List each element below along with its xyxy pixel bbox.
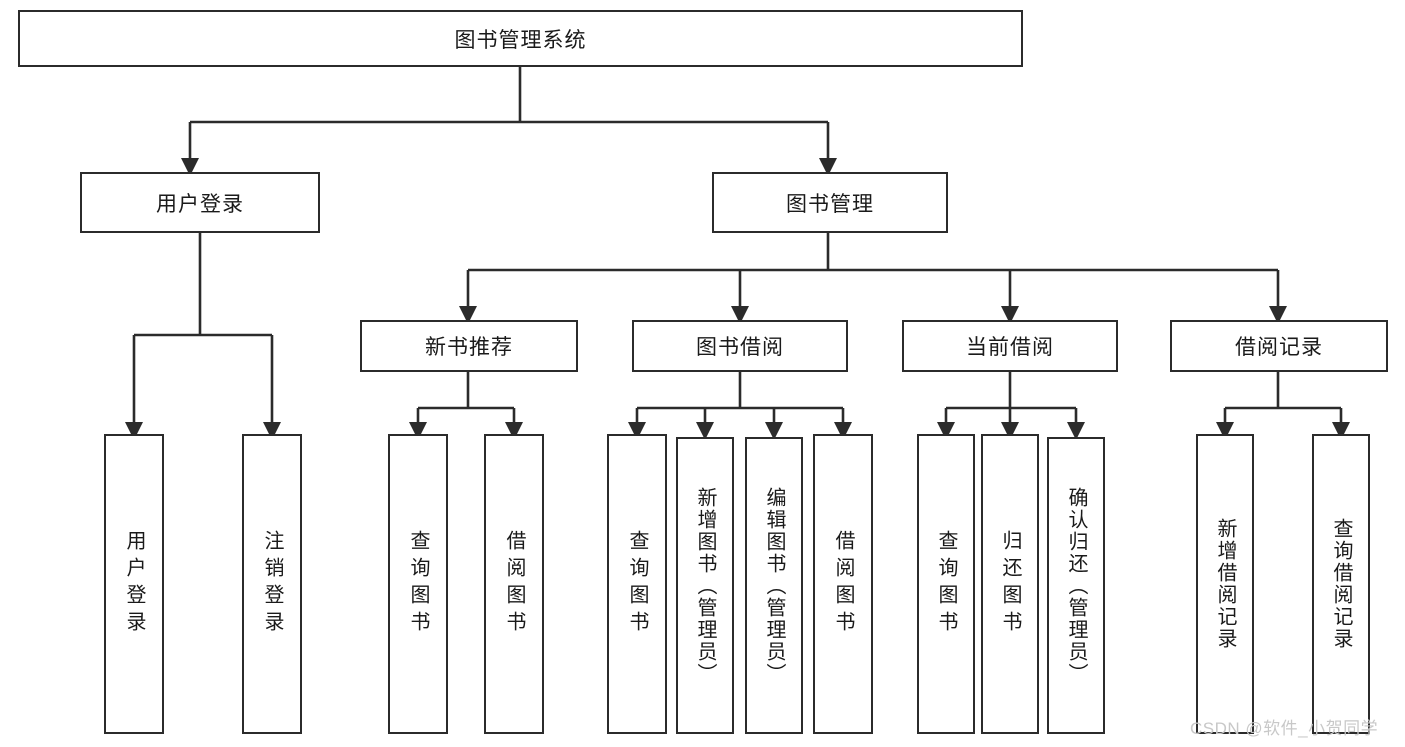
- csdn-watermark: CSDN @软件_小贺同学: [1190, 719, 1379, 738]
- leaf-nb-borrow-book-label: 借阅图书: [503, 530, 525, 638]
- leaf-br-query-record[interactable]: 查询借阅记录: [1312, 434, 1370, 734]
- node-user-login-label: 用户登录: [156, 192, 244, 216]
- node-book-manage-label: 图书管理: [786, 192, 874, 216]
- leaf-cb-query-book[interactable]: 查询图书: [917, 434, 975, 734]
- leaf-cb-return-book-label: 归还图书: [999, 530, 1021, 638]
- leaf-logout[interactable]: 注销登录: [242, 434, 302, 734]
- node-root[interactable]: 图书管理系统: [18, 10, 1023, 67]
- leaf-nb-query-book[interactable]: 查询图书: [388, 434, 448, 734]
- leaf-nb-borrow-book[interactable]: 借阅图书: [484, 434, 544, 734]
- leaf-bb-query-book[interactable]: 查询图书: [607, 434, 667, 734]
- node-root-label: 图书管理系统: [454, 28, 587, 52]
- leaf-bb-edit-book[interactable]: 编辑图书（管理员）: [745, 437, 803, 734]
- node-current-borrow-label: 当前借阅: [966, 336, 1054, 359]
- leaf-cb-confirm-return-label: 确认归还（管理员）: [1065, 486, 1087, 685]
- leaf-br-add-record-label: 新增借阅记录: [1214, 518, 1236, 650]
- leaf-logout-label: 注销登录: [261, 530, 283, 638]
- node-borrow-record[interactable]: 借阅记录: [1170, 320, 1388, 372]
- leaf-br-add-record[interactable]: 新增借阅记录: [1196, 434, 1254, 734]
- node-book-borrow[interactable]: 图书借阅: [632, 320, 848, 372]
- leaf-br-query-record-label: 查询借阅记录: [1330, 518, 1352, 650]
- node-new-book-recommend-label: 新书推荐: [425, 336, 513, 359]
- leaf-bb-add-book-label: 新增图书（管理员）: [694, 486, 716, 685]
- node-book-manage[interactable]: 图书管理: [712, 172, 948, 233]
- leaf-nb-query-book-label: 查询图书: [407, 530, 429, 638]
- leaf-user-login[interactable]: 用户登录: [104, 434, 164, 734]
- leaf-cb-confirm-return[interactable]: 确认归还（管理员）: [1047, 437, 1105, 734]
- leaf-cb-return-book[interactable]: 归还图书: [981, 434, 1039, 734]
- node-current-borrow[interactable]: 当前借阅: [902, 320, 1118, 372]
- leaf-cb-query-book-label: 查询图书: [935, 530, 957, 638]
- leaf-bb-add-book[interactable]: 新增图书（管理员）: [676, 437, 734, 734]
- node-book-borrow-label: 图书借阅: [696, 336, 784, 359]
- node-borrow-record-label: 借阅记录: [1235, 336, 1323, 359]
- leaf-bb-edit-book-label: 编辑图书（管理员）: [763, 486, 785, 685]
- leaf-user-login-label: 用户登录: [123, 530, 145, 638]
- node-new-book-recommend[interactable]: 新书推荐: [360, 320, 578, 372]
- leaf-bb-borrow-book[interactable]: 借阅图书: [813, 434, 873, 734]
- leaf-bb-query-book-label: 查询图书: [626, 530, 648, 638]
- leaf-bb-borrow-book-label: 借阅图书: [832, 530, 854, 638]
- node-user-login[interactable]: 用户登录: [80, 172, 320, 233]
